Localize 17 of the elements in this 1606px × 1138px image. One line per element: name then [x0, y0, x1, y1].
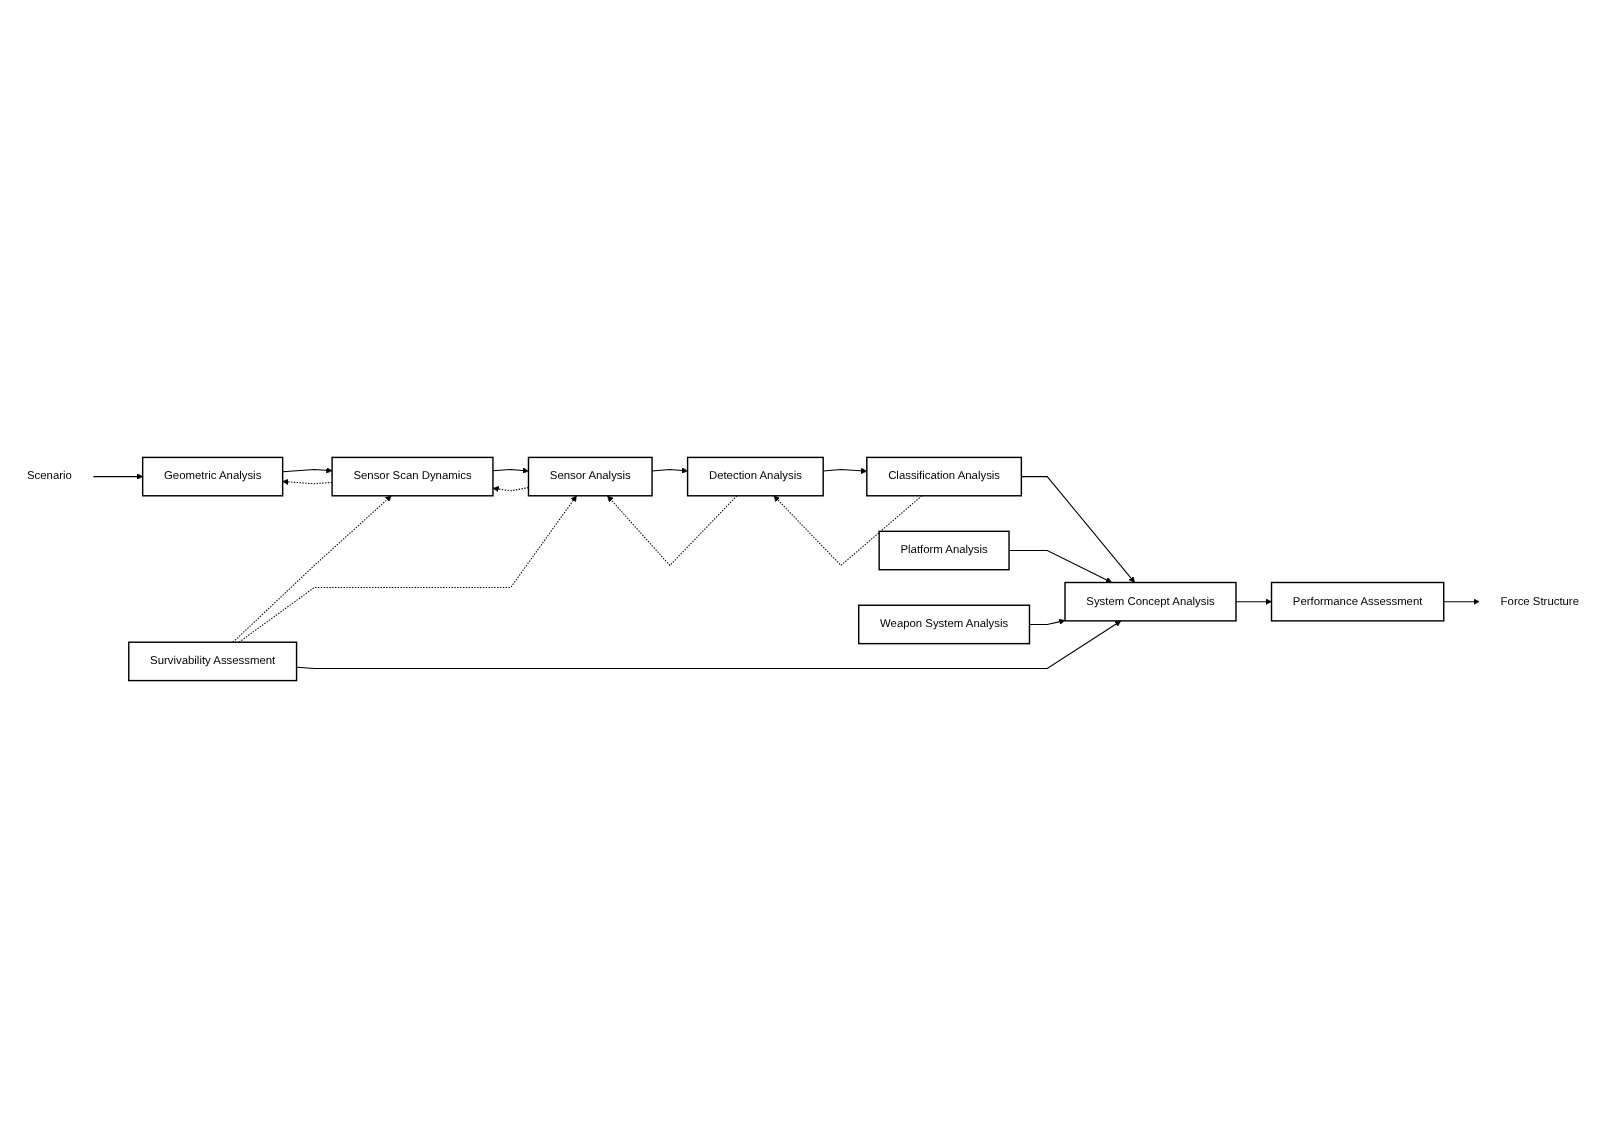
arrow: [232, 495, 392, 643]
arrow: [492, 467, 529, 474]
arrow: [651, 467, 688, 474]
arrow: [282, 467, 333, 474]
arrow: [607, 495, 738, 567]
arrow: [1028, 618, 1066, 625]
arrow: [773, 495, 923, 567]
arrow: [822, 467, 868, 474]
arrow: [92, 473, 143, 480]
arrow: [1235, 598, 1272, 605]
arrow: [492, 485, 530, 493]
arrow: [1020, 476, 1135, 583]
arrow: [1443, 598, 1480, 605]
arrow: [282, 478, 333, 485]
arrow: [1008, 550, 1113, 583]
arrow: [238, 495, 577, 643]
arrow: [296, 620, 1122, 670]
